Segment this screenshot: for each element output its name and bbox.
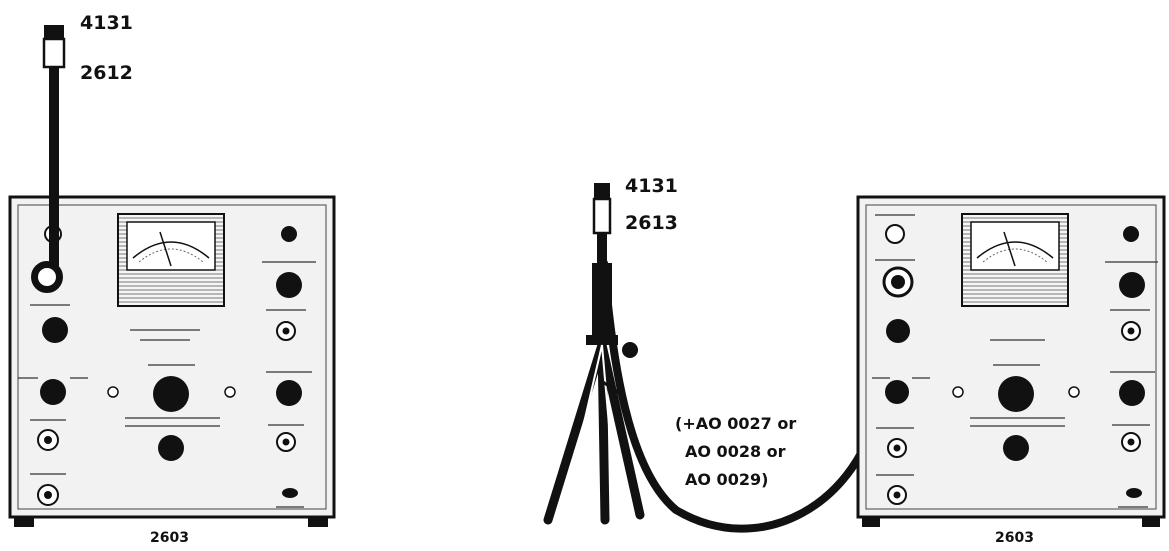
right-bandwidth-knob-icon[interactable] xyxy=(1003,435,1029,461)
cable-options-line-1: (+AO 0027 or xyxy=(675,414,797,433)
right-weighting-knob-icon[interactable] xyxy=(1119,380,1145,406)
left-microphone-label: 4131 xyxy=(80,12,133,34)
right-meter-range-knob-icon[interactable] xyxy=(1119,272,1145,298)
cable-options-line-2: AO 0028 or xyxy=(685,442,786,461)
middle-preamplifier-label: 2613 xyxy=(625,212,678,234)
left-meter xyxy=(117,213,225,307)
left-weighting-knob-icon[interactable] xyxy=(276,380,302,406)
right-meter xyxy=(961,213,1069,307)
right-instrument-label: 2603 xyxy=(995,530,1034,546)
left-analyzer-2603 xyxy=(8,195,336,527)
left-setup xyxy=(8,25,336,527)
cable-options-line-3: AO 0029) xyxy=(685,470,769,489)
left-bandwidth-knob-icon[interactable] xyxy=(158,435,184,461)
left-mode-knob-icon[interactable] xyxy=(40,379,66,405)
right-setup xyxy=(856,195,1166,527)
left-microphone-preamplifier xyxy=(42,25,66,267)
left-meter-range-knob-icon[interactable] xyxy=(276,272,302,298)
right-switch-icon[interactable] xyxy=(885,224,905,244)
left-frequency-knob-icon[interactable] xyxy=(153,376,189,412)
left-instrument-label: 2603 xyxy=(150,530,189,546)
middle-microphone-label: 4131 xyxy=(625,175,678,197)
left-preamplifier-label: 2612 xyxy=(80,62,133,84)
right-power-switch-icon[interactable] xyxy=(1123,226,1139,242)
left-range-knob-icon[interactable] xyxy=(42,317,68,343)
right-mode-knob-icon[interactable] xyxy=(885,380,909,404)
left-power-switch-icon[interactable] xyxy=(281,226,297,242)
right-frequency-knob-icon[interactable] xyxy=(998,376,1034,412)
right-range-knob-icon[interactable] xyxy=(886,319,910,343)
right-analyzer-2603 xyxy=(856,195,1166,527)
